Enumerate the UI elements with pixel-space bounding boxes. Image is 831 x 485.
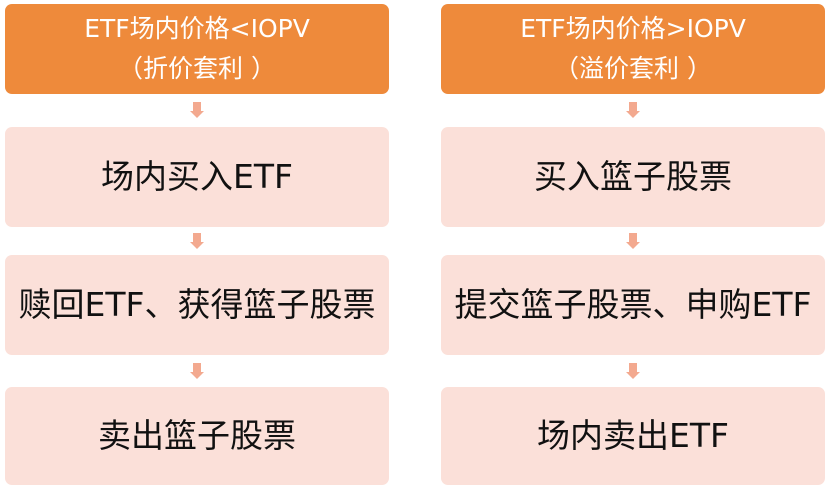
down-arrow-icon	[626, 102, 640, 120]
step-box: 卖出篮子股票	[5, 387, 389, 485]
down-arrow-icon	[190, 233, 204, 251]
step-label: 卖出篮子股票	[98, 416, 296, 455]
premium-arbitrage-header: ETF场内价格>IOPV （溢价套利 ）	[441, 4, 825, 94]
step-box: 场内买入ETF	[5, 127, 389, 227]
header-title: （溢价套利 ）	[554, 54, 712, 83]
step-label: 买入篮子股票	[534, 157, 732, 196]
step-box: 提交篮子股票、申购ETF	[441, 255, 825, 355]
header-title: （折价套利 ）	[118, 54, 276, 83]
header-condition: ETF场内价格<IOPV	[84, 14, 310, 43]
down-arrow-icon	[190, 363, 204, 381]
step-label: 场内买入ETF	[101, 157, 293, 196]
step-label: 场内卖出ETF	[537, 416, 729, 455]
discount-arbitrage-column: ETF场内价格<IOPV （折价套利 ） 场内买入ETF 赎回ETF、获得篮子股…	[5, 0, 389, 485]
step-label: 提交篮子股票、申购ETF	[454, 285, 812, 324]
discount-arbitrage-header: ETF场内价格<IOPV （折价套利 ）	[5, 4, 389, 94]
step-box: 场内卖出ETF	[441, 387, 825, 485]
down-arrow-icon	[626, 233, 640, 251]
down-arrow-icon	[190, 102, 204, 120]
step-box: 赎回ETF、获得篮子股票	[5, 255, 389, 355]
step-box: 买入篮子股票	[441, 127, 825, 227]
step-label: 赎回ETF、获得篮子股票	[18, 285, 376, 324]
down-arrow-icon	[626, 363, 640, 381]
header-condition: ETF场内价格>IOPV	[520, 14, 746, 43]
premium-arbitrage-column: ETF场内价格>IOPV （溢价套利 ） 买入篮子股票 提交篮子股票、申购ETF…	[441, 0, 825, 485]
